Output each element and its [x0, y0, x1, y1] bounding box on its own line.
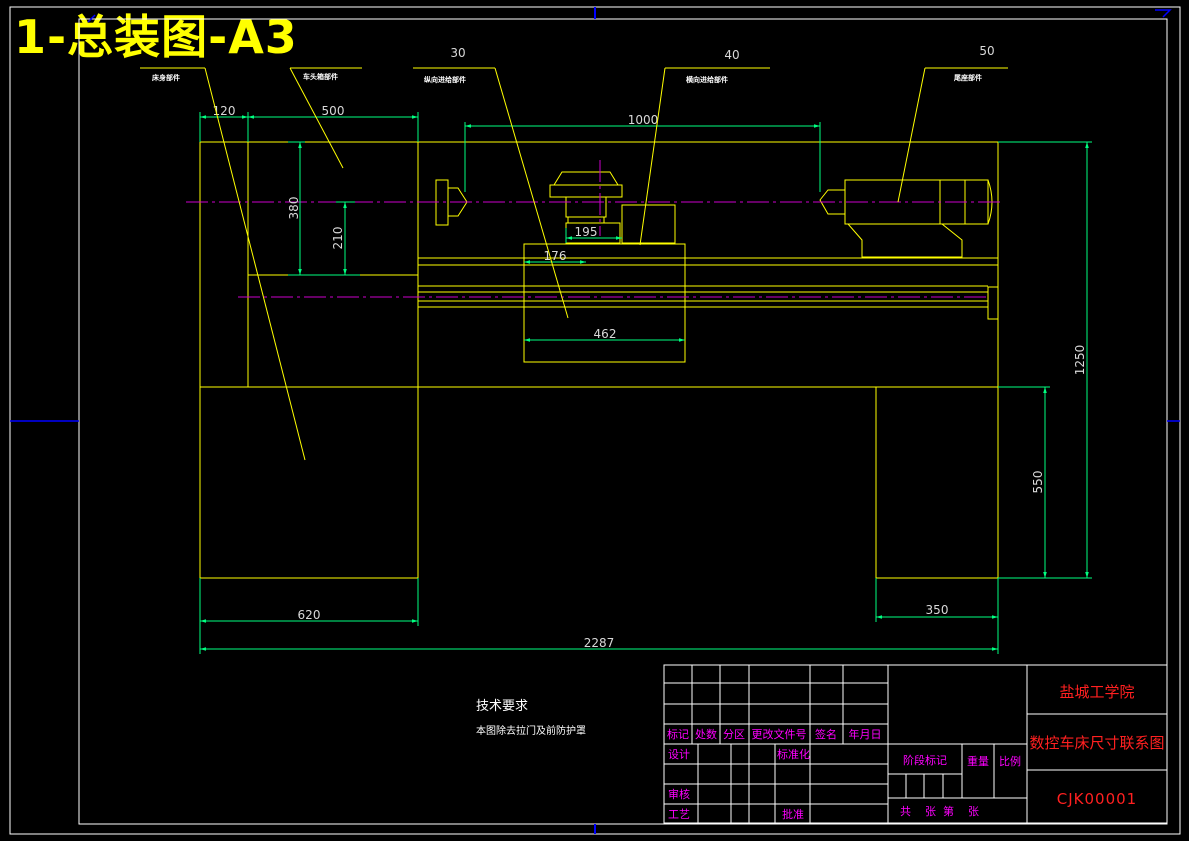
header-count: 处数 [695, 728, 717, 741]
centerlines [186, 160, 1000, 298]
dim-462: 462 [594, 327, 617, 341]
balloon-2-label: 车头箱部件 [303, 72, 338, 81]
header-change-doc: 更改文件号 [752, 727, 807, 741]
balloon-3-number: 30 [450, 46, 465, 60]
balloon-3-label: 纵向进给部件 [424, 75, 466, 84]
dim-1250: 1250 [1073, 345, 1087, 376]
dim-500: 500 [322, 104, 345, 118]
balloon-4-label: 横向进给部件 [686, 75, 728, 84]
label-scale: 比例 [999, 754, 1021, 768]
bed-body [199, 141, 999, 388]
drawing-code: CJK00001 [1057, 790, 1137, 808]
part-balloons: 床身部件 车头箱部件 30 纵向进给部件 40 横向进给部件 50 尾座部件 [140, 44, 1008, 461]
notes-text: 本图除去拉门及前防护罩 [476, 724, 586, 737]
dim-2287: 2287 [584, 636, 615, 650]
balloon-4-number: 40 [724, 48, 739, 62]
header-zone: 分区 [723, 728, 745, 741]
dim-195: 195 [575, 225, 598, 239]
tailstock [819, 179, 993, 258]
right-leg [875, 386, 999, 579]
dim-176: 176 [544, 249, 567, 263]
balloon-5-label: 尾座部件 [953, 73, 982, 82]
label-weight: 重量 [967, 754, 989, 768]
balloon-5-number: 50 [979, 44, 994, 58]
balloon-1-label: 床身部件 [152, 73, 180, 82]
dim-380: 380 [287, 197, 301, 220]
label-design: 设计 [668, 748, 690, 761]
dim-550: 550 [1031, 471, 1045, 494]
dim-120: 120 [213, 104, 236, 118]
label-standardization: 标准化 [777, 747, 810, 761]
label-approve: 批准 [782, 807, 804, 821]
label-sheets: 共 张 第 张 [900, 804, 979, 818]
header-mark: 标记 [667, 727, 689, 741]
dim-210: 210 [331, 227, 345, 250]
tool-post [549, 171, 676, 244]
dimensions [199, 112, 1092, 654]
dimension-texts: 120 500 1000 380 210 195 176 462 1250 55… [213, 104, 1087, 650]
left-leg [199, 386, 419, 579]
machine-outline [199, 141, 999, 579]
header-date: 年月日 [849, 727, 882, 741]
border-frame [9, 6, 1181, 835]
label-process: 工艺 [668, 808, 690, 821]
dim-350: 350 [926, 603, 949, 617]
notes-heading: 技术要求 [476, 699, 528, 714]
drawing-name: 数控车床尺寸联系图 [1029, 734, 1164, 752]
school-name: 盐城工学院 [1059, 683, 1134, 701]
drawing-title: 1-总装图-A3 [14, 10, 298, 64]
title-block: 标记 处数 分区 更改文件号 签名 年月日 设计 标准化 审核 工艺 批准 阶段… [663, 664, 1168, 824]
label-stage-mark: 阶段标记 [903, 753, 947, 767]
technical-notes: 技术要求 本图除去拉门及前防护罩 [476, 699, 586, 737]
dim-620: 620 [298, 608, 321, 622]
header-signature: 签名 [815, 727, 837, 741]
dim-1000: 1000 [628, 113, 659, 127]
carriage [523, 243, 686, 363]
label-check: 审核 [668, 787, 690, 801]
